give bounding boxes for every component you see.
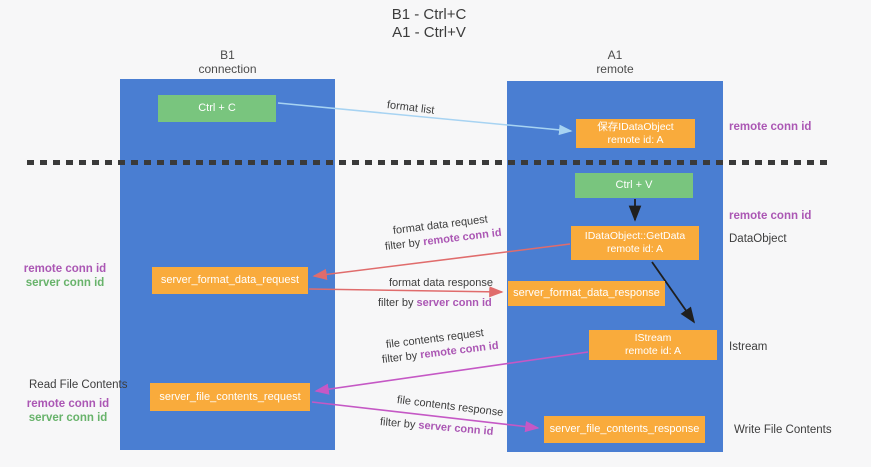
title-line-2: A1 - Ctrl+V [392, 24, 466, 41]
getdata-line2: remote id: A [606, 243, 664, 255]
save-idataobject-line2: remote id: A [607, 133, 664, 146]
filter-by-text-1: filter by [384, 236, 421, 253]
right-lane-name: A1 [607, 48, 623, 62]
dataobject-label: DataObject [729, 233, 787, 245]
ctrl-v-label: Ctrl + V [615, 179, 653, 191]
ctrl-c-label: Ctrl + C [198, 102, 236, 114]
istream-side-label: Istream [729, 341, 768, 353]
server-format-data-request-label: server_format_data_request [160, 274, 300, 286]
server-conn-id-label-left: server conn id [25, 277, 105, 289]
remote-conn-id-label-top: remote conn id [729, 121, 812, 133]
read-file-contents-label: Read File Contents [29, 379, 128, 391]
left-lane-name: B1 [220, 48, 235, 62]
format-data-response-filter-label: filter by server conn id [378, 297, 492, 309]
getdata-line1: IDataObject::GetData [584, 230, 686, 242]
server-format-data-request-box: server_format_data_request [152, 267, 308, 294]
filter-by-text-2: filter by [378, 297, 414, 309]
save-idataobject-line1: 保存IDataObject [597, 120, 674, 133]
left-conn-id-stack-top: remote conn id server conn id [15, 262, 115, 290]
server-file-contents-response-box: server_file_contents_response [544, 416, 705, 443]
left-lane-role: connection [198, 62, 257, 76]
istream-line1: IStream [634, 332, 672, 344]
diagram-title: B1 - Ctrl+C A1 - Ctrl+V [329, 6, 529, 42]
right-lane-header: A1 remote [507, 48, 723, 76]
left-lane-header: B1 connection [120, 48, 335, 76]
format-data-response-arrow [308, 286, 504, 298]
remote-conn-id-label-left2: remote conn id [26, 398, 110, 410]
istream-line2: remote id: A [624, 345, 682, 357]
format-data-response-label: format data response [389, 277, 493, 289]
ctrl-c-box: Ctrl + C [158, 95, 276, 122]
format-list-label: format list [386, 99, 436, 117]
right-lane-role: remote [596, 62, 634, 76]
title-line-1: B1 - Ctrl+C [391, 6, 467, 23]
server-file-contents-response-label: server_file_contents_response [549, 423, 700, 435]
server-file-contents-request-box: server_file_contents_request [150, 383, 310, 411]
filter-by-text-3: filter by [381, 349, 418, 366]
server-conn-id-label-left2: server conn id [28, 412, 108, 424]
idataobject-getdata-box: IDataObject::GetData remote id: A [571, 226, 699, 260]
left-conn-id-stack-bottom: remote conn id server conn id [18, 397, 118, 425]
server-format-data-response-label: server_format_data_response [513, 287, 660, 299]
file-contents-response-filter-label: filter by server conn id [379, 416, 493, 438]
file-contents-response-label: file contents response [396, 394, 504, 419]
remote-conn-id-label-mid: remote conn id [729, 210, 812, 222]
server-conn-id-filter-2: server conn id [416, 297, 492, 309]
server-conn-id-filter-4: server conn id [417, 419, 494, 438]
remote-conn-id-label-left: remote conn id [23, 263, 107, 275]
server-format-data-response-box: server_format_data_response [508, 281, 665, 306]
ctrl-v-box: Ctrl + V [575, 173, 693, 198]
istream-box: IStream remote id: A [589, 330, 717, 360]
filter-by-text-4: filter by [379, 416, 416, 432]
write-file-contents-label: Write File Contents [734, 424, 832, 436]
dashed-separator [27, 160, 833, 165]
server-file-contents-request-label: server_file_contents_request [159, 390, 301, 403]
save-idataobject-box: 保存IDataObject remote id: A [576, 119, 695, 148]
